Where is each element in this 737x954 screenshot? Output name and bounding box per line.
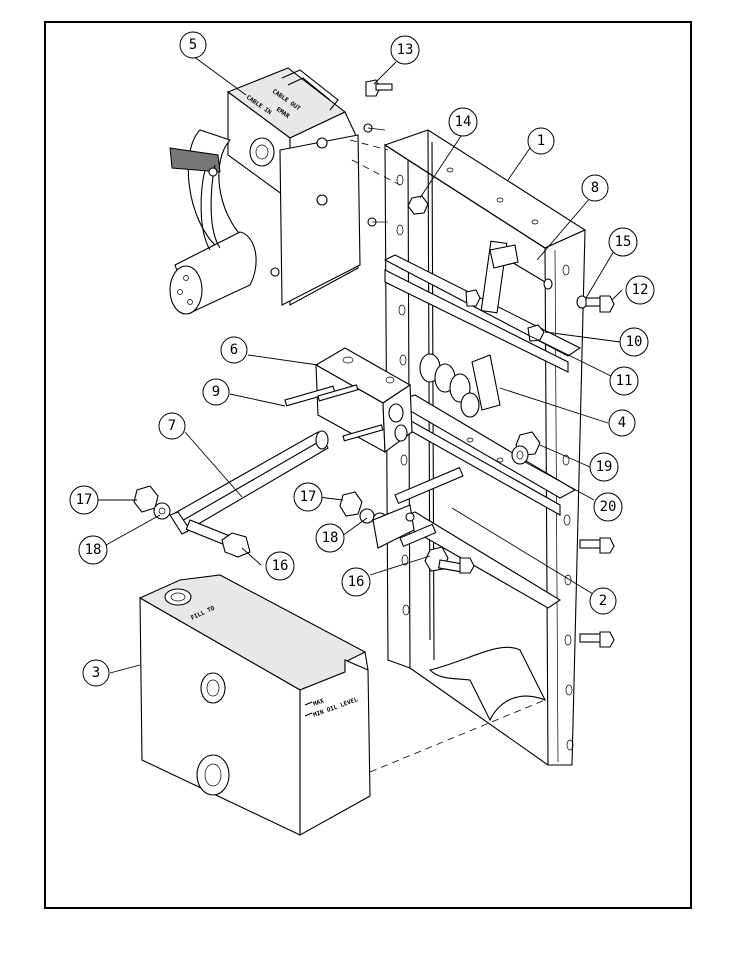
callout-3: 3 xyxy=(83,660,109,686)
svg-text:20: 20 xyxy=(600,499,617,515)
svg-text:14: 14 xyxy=(455,114,472,130)
oil-tank-part: MAX MIN OIL LEVEL FILL TO xyxy=(140,575,370,835)
svg-text:13: 13 xyxy=(397,42,414,58)
callout-11: 11 xyxy=(610,367,638,395)
callout-15: 15 xyxy=(609,228,637,256)
callout-18-left: 18 xyxy=(79,536,107,564)
callout-13: 13 xyxy=(391,36,419,64)
callout-16-middle: 16 xyxy=(342,568,370,596)
callout-14: 14 xyxy=(449,108,477,136)
callout-1: 1 xyxy=(528,128,554,154)
callout-10: 10 xyxy=(620,328,648,356)
svg-text:19: 19 xyxy=(596,459,613,475)
svg-text:11: 11 xyxy=(616,373,633,389)
svg-text:2: 2 xyxy=(599,593,607,609)
svg-text:4: 4 xyxy=(618,415,626,431)
svg-text:16: 16 xyxy=(348,574,365,590)
callout-4: 4 xyxy=(609,410,635,436)
callout-8: 8 xyxy=(582,175,608,201)
nut-washer-left xyxy=(134,486,170,519)
svg-text:12: 12 xyxy=(632,282,649,298)
callout-17-middle: 17 xyxy=(294,483,322,511)
callout-2: 2 xyxy=(590,588,616,614)
callout-6: 6 xyxy=(221,337,247,363)
callout-18-middle: 18 xyxy=(316,524,344,552)
callout-5: 5 xyxy=(180,32,206,58)
main-frame-part xyxy=(385,130,585,765)
svg-text:9: 9 xyxy=(212,384,220,400)
svg-text:5: 5 xyxy=(189,37,197,53)
callout-12: 12 xyxy=(626,276,654,304)
callout-17-left: 17 xyxy=(70,486,98,514)
callout-16-left: 16 xyxy=(266,552,294,580)
svg-text:1: 1 xyxy=(537,133,545,149)
svg-text:18: 18 xyxy=(322,530,339,546)
svg-text:8: 8 xyxy=(591,180,599,196)
svg-text:18: 18 xyxy=(85,542,102,558)
svg-text:17: 17 xyxy=(76,492,93,508)
callout-20: 20 xyxy=(594,493,622,521)
svg-text:6: 6 xyxy=(230,342,238,358)
callout-19: 19 xyxy=(590,453,618,481)
callout-7: 7 xyxy=(159,413,185,439)
callout-9: 9 xyxy=(203,379,229,405)
svg-text:7: 7 xyxy=(168,418,176,434)
svg-text:17: 17 xyxy=(300,489,317,505)
svg-text:10: 10 xyxy=(626,334,643,350)
svg-text:15: 15 xyxy=(615,234,632,250)
svg-text:16: 16 xyxy=(272,558,289,574)
svg-text:3: 3 xyxy=(92,665,100,681)
control-valve-assembly-part: CABLE IN CABLE OUT EMAR xyxy=(170,68,388,314)
